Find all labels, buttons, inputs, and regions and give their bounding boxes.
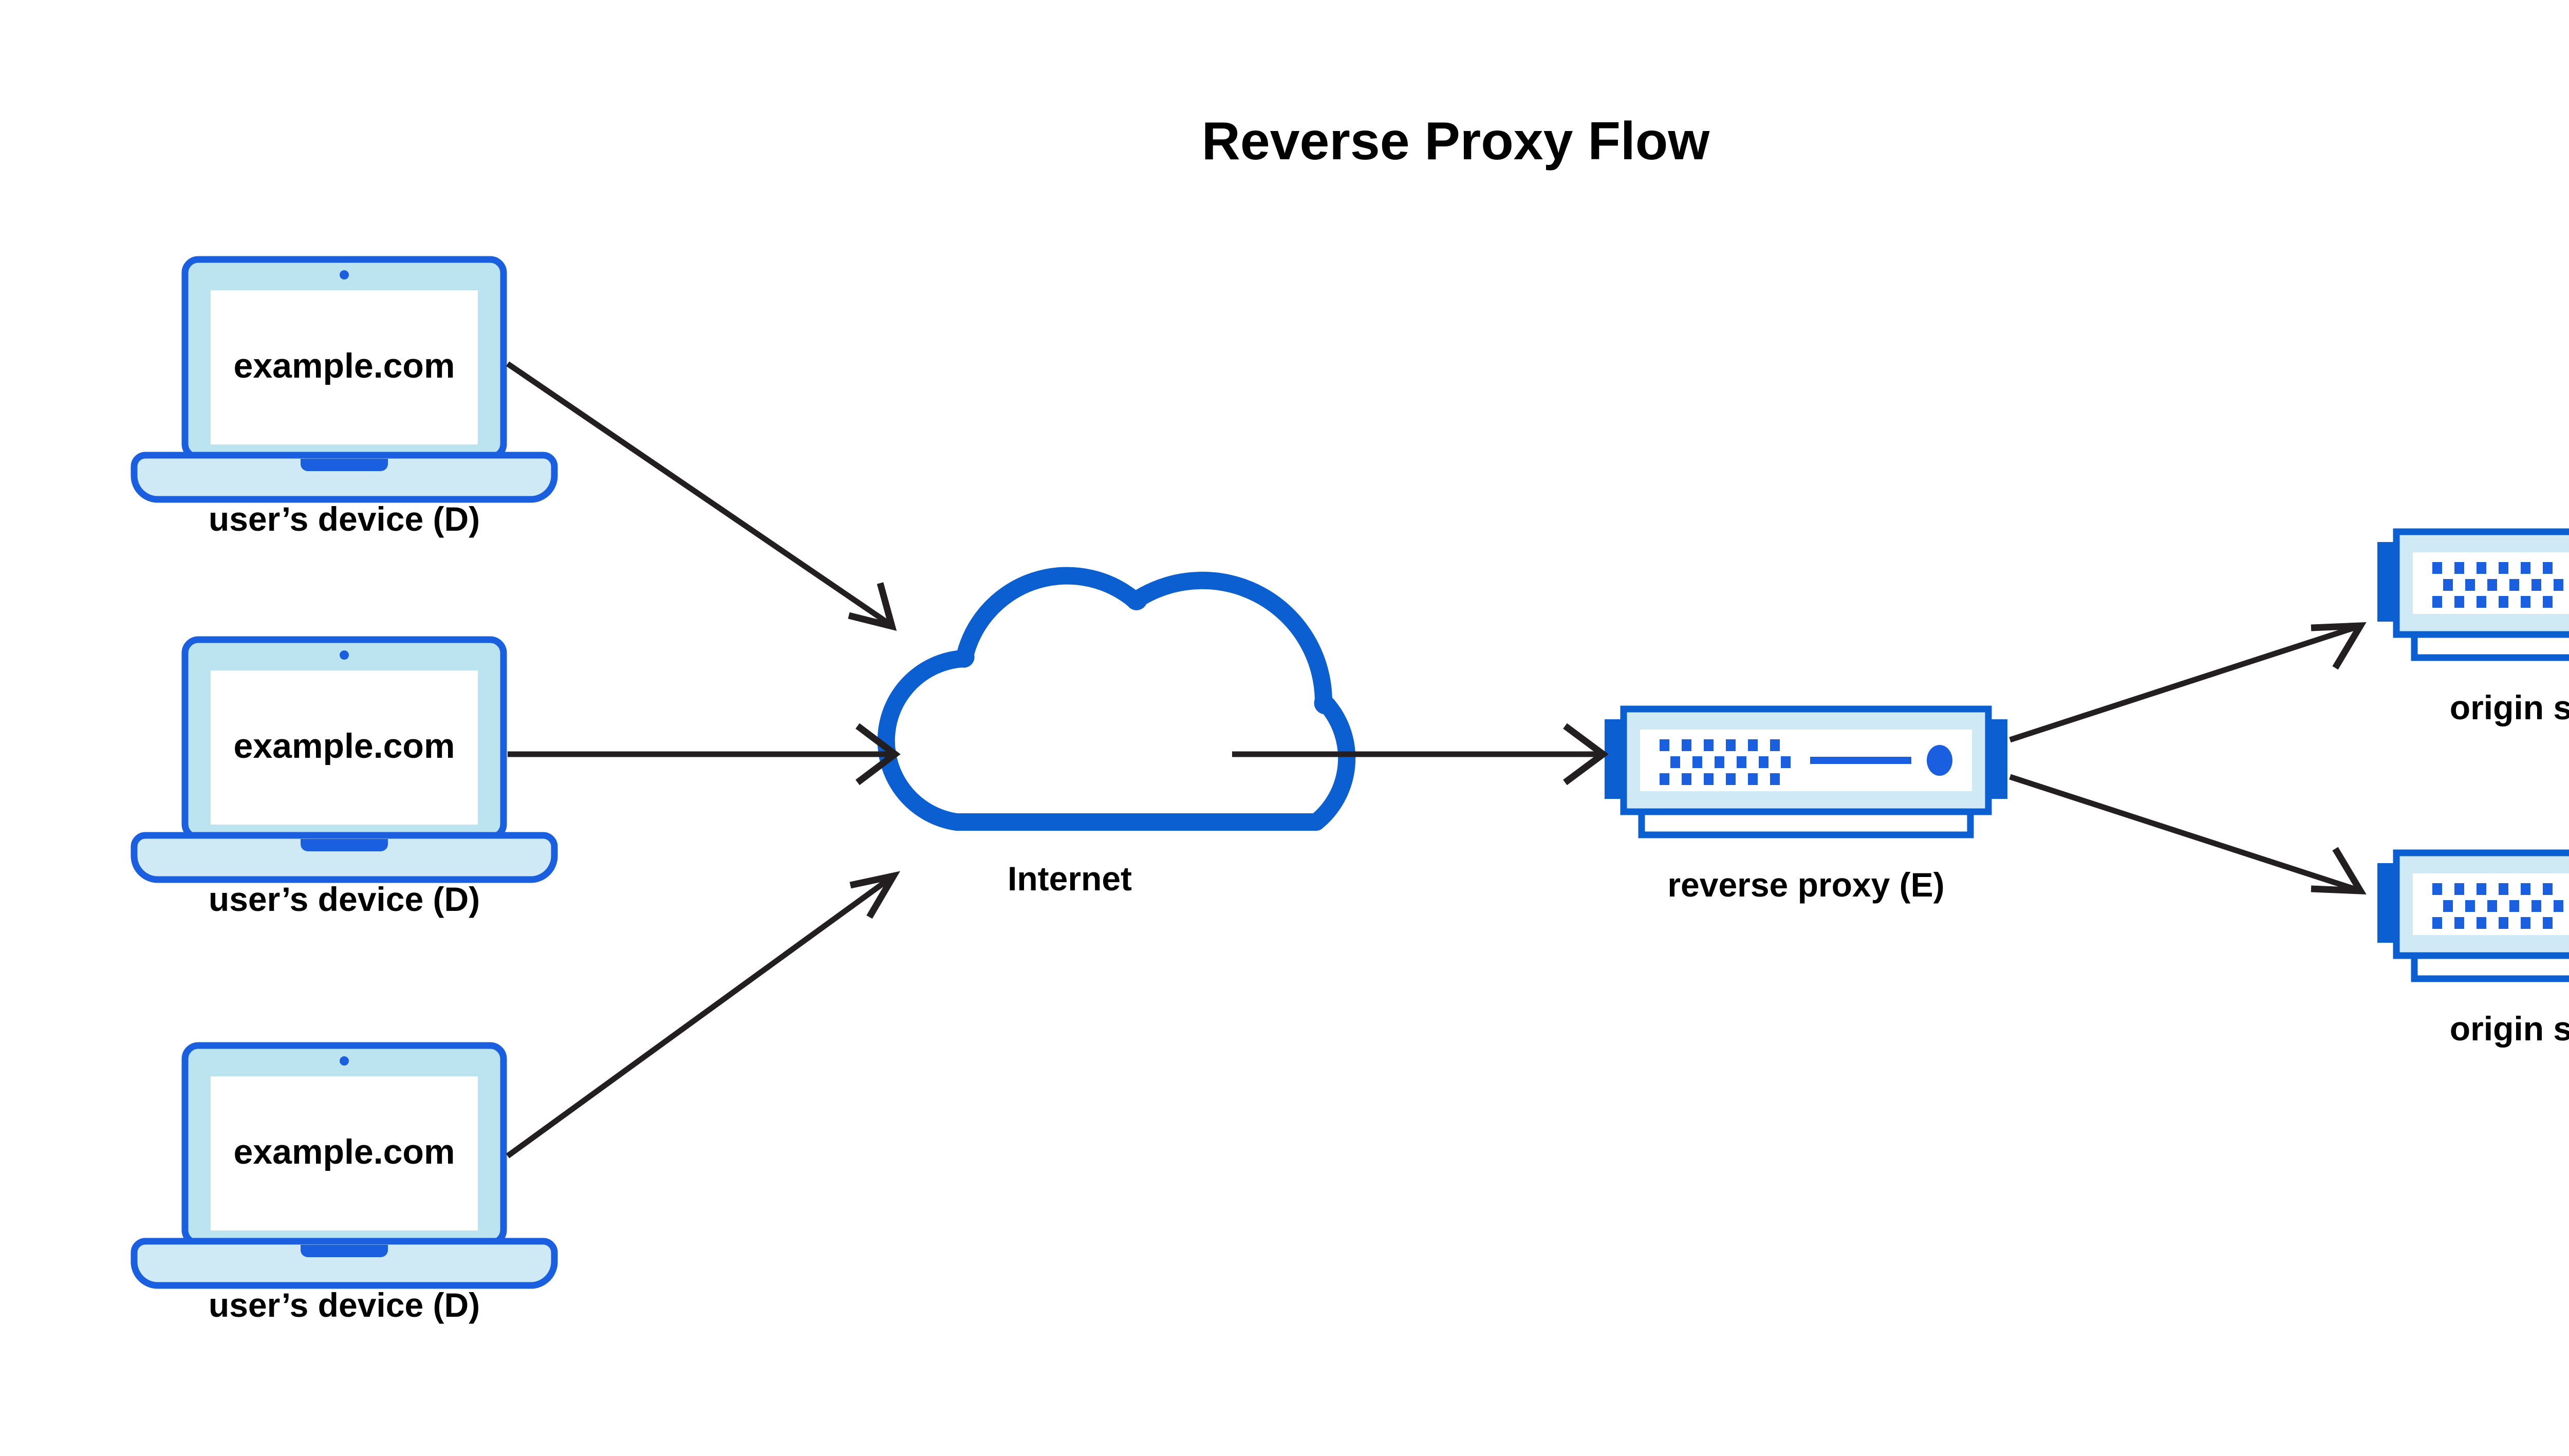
arrow-proxy-to-origin-top <box>2009 622 2367 743</box>
client-node-top[interactable]: example.com user’s device (D) <box>131 256 558 538</box>
origin-label-bottom: origin server (F) <box>2450 1010 2569 1048</box>
internet-label: Internet <box>1008 860 1132 898</box>
arrow-proxy-to-origin-bottom <box>2009 774 2367 894</box>
screen-url-text: example.com <box>234 346 455 385</box>
screen-url-text: example.com <box>234 726 455 766</box>
cloud-icon <box>877 567 1356 831</box>
client-label-top: user’s device (D) <box>209 500 480 538</box>
server-icon <box>2377 528 2569 661</box>
server-icon <box>1605 705 2007 838</box>
client-label-middle: user’s device (D) <box>209 880 480 918</box>
origin-label-top: origin server (F) <box>2450 688 2569 726</box>
arrow-client-bottom-to-internet <box>506 871 901 1159</box>
screen-url-text: example.com <box>234 1132 455 1171</box>
arrow-internet-to-proxy <box>1232 723 1609 786</box>
client-node-bottom[interactable]: example.com user’s device (D) <box>131 1042 558 1324</box>
origin-server-node-bottom[interactable]: origin server (F) <box>2377 849 2569 1048</box>
laptop-icon <box>131 636 558 883</box>
arrow-client-top-to-internet <box>506 361 897 631</box>
page-title: Reverse Proxy Flow <box>1202 111 1710 171</box>
client-node-middle[interactable]: example.com user’s device (D) <box>131 636 558 918</box>
internet-node[interactable]: Internet <box>877 567 1356 898</box>
reverse-proxy-label: reverse proxy (E) <box>1667 866 1944 904</box>
arrow-client-middle-to-internet <box>508 723 901 786</box>
client-label-bottom: user’s device (D) <box>209 1286 480 1324</box>
laptop-icon <box>131 1042 558 1289</box>
laptop-icon <box>131 256 558 503</box>
server-icon <box>2377 849 2569 982</box>
reverse-proxy-node[interactable]: reverse proxy (E) <box>1605 705 2007 904</box>
origin-server-node-top[interactable]: origin server (F) <box>2377 528 2569 726</box>
